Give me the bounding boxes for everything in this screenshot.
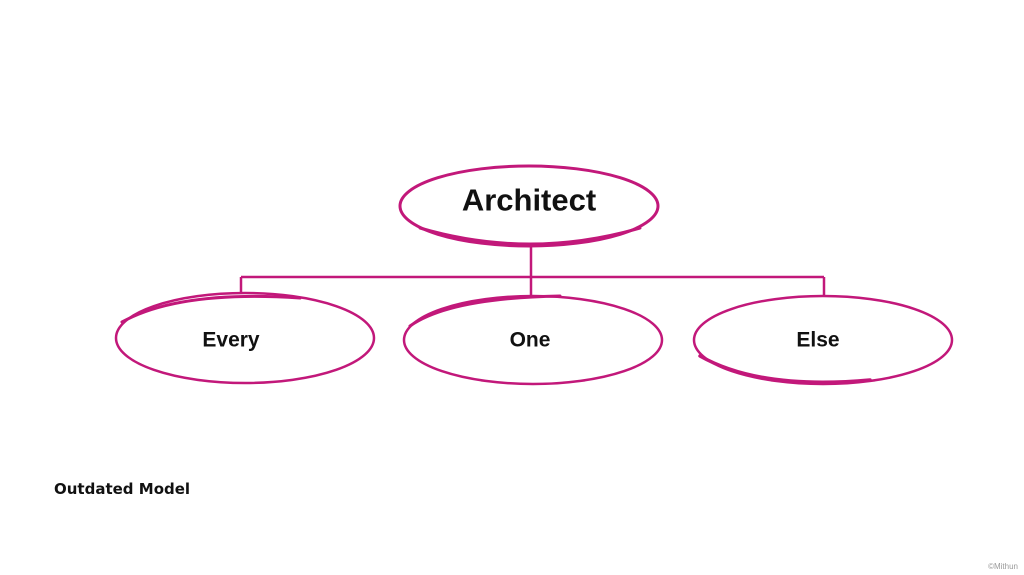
node-child-else: Else bbox=[692, 294, 954, 386]
node-child-one: One bbox=[402, 294, 664, 386]
node-every-label: Every bbox=[202, 329, 260, 352]
node-child-every: Every bbox=[114, 291, 376, 385]
node-root-label: Architect bbox=[462, 183, 596, 218]
node-every-ellipse-accent bbox=[120, 294, 302, 324]
node-every-ellipse bbox=[114, 291, 376, 385]
node-one-label: One bbox=[510, 329, 551, 352]
node-one-ellipse-accent bbox=[408, 294, 562, 328]
node-root-ellipse bbox=[398, 164, 660, 248]
node-else-label: Else bbox=[796, 329, 839, 352]
caption-outdated-model: Outdated Model bbox=[54, 480, 191, 498]
connector-lines bbox=[239, 244, 826, 296]
copyright-credit: ©Mithun bbox=[988, 562, 1018, 571]
node-root-ellipse-accent bbox=[418, 226, 642, 246]
node-else-ellipse-accent bbox=[698, 354, 872, 385]
node-root-architect: Architect bbox=[398, 164, 660, 248]
